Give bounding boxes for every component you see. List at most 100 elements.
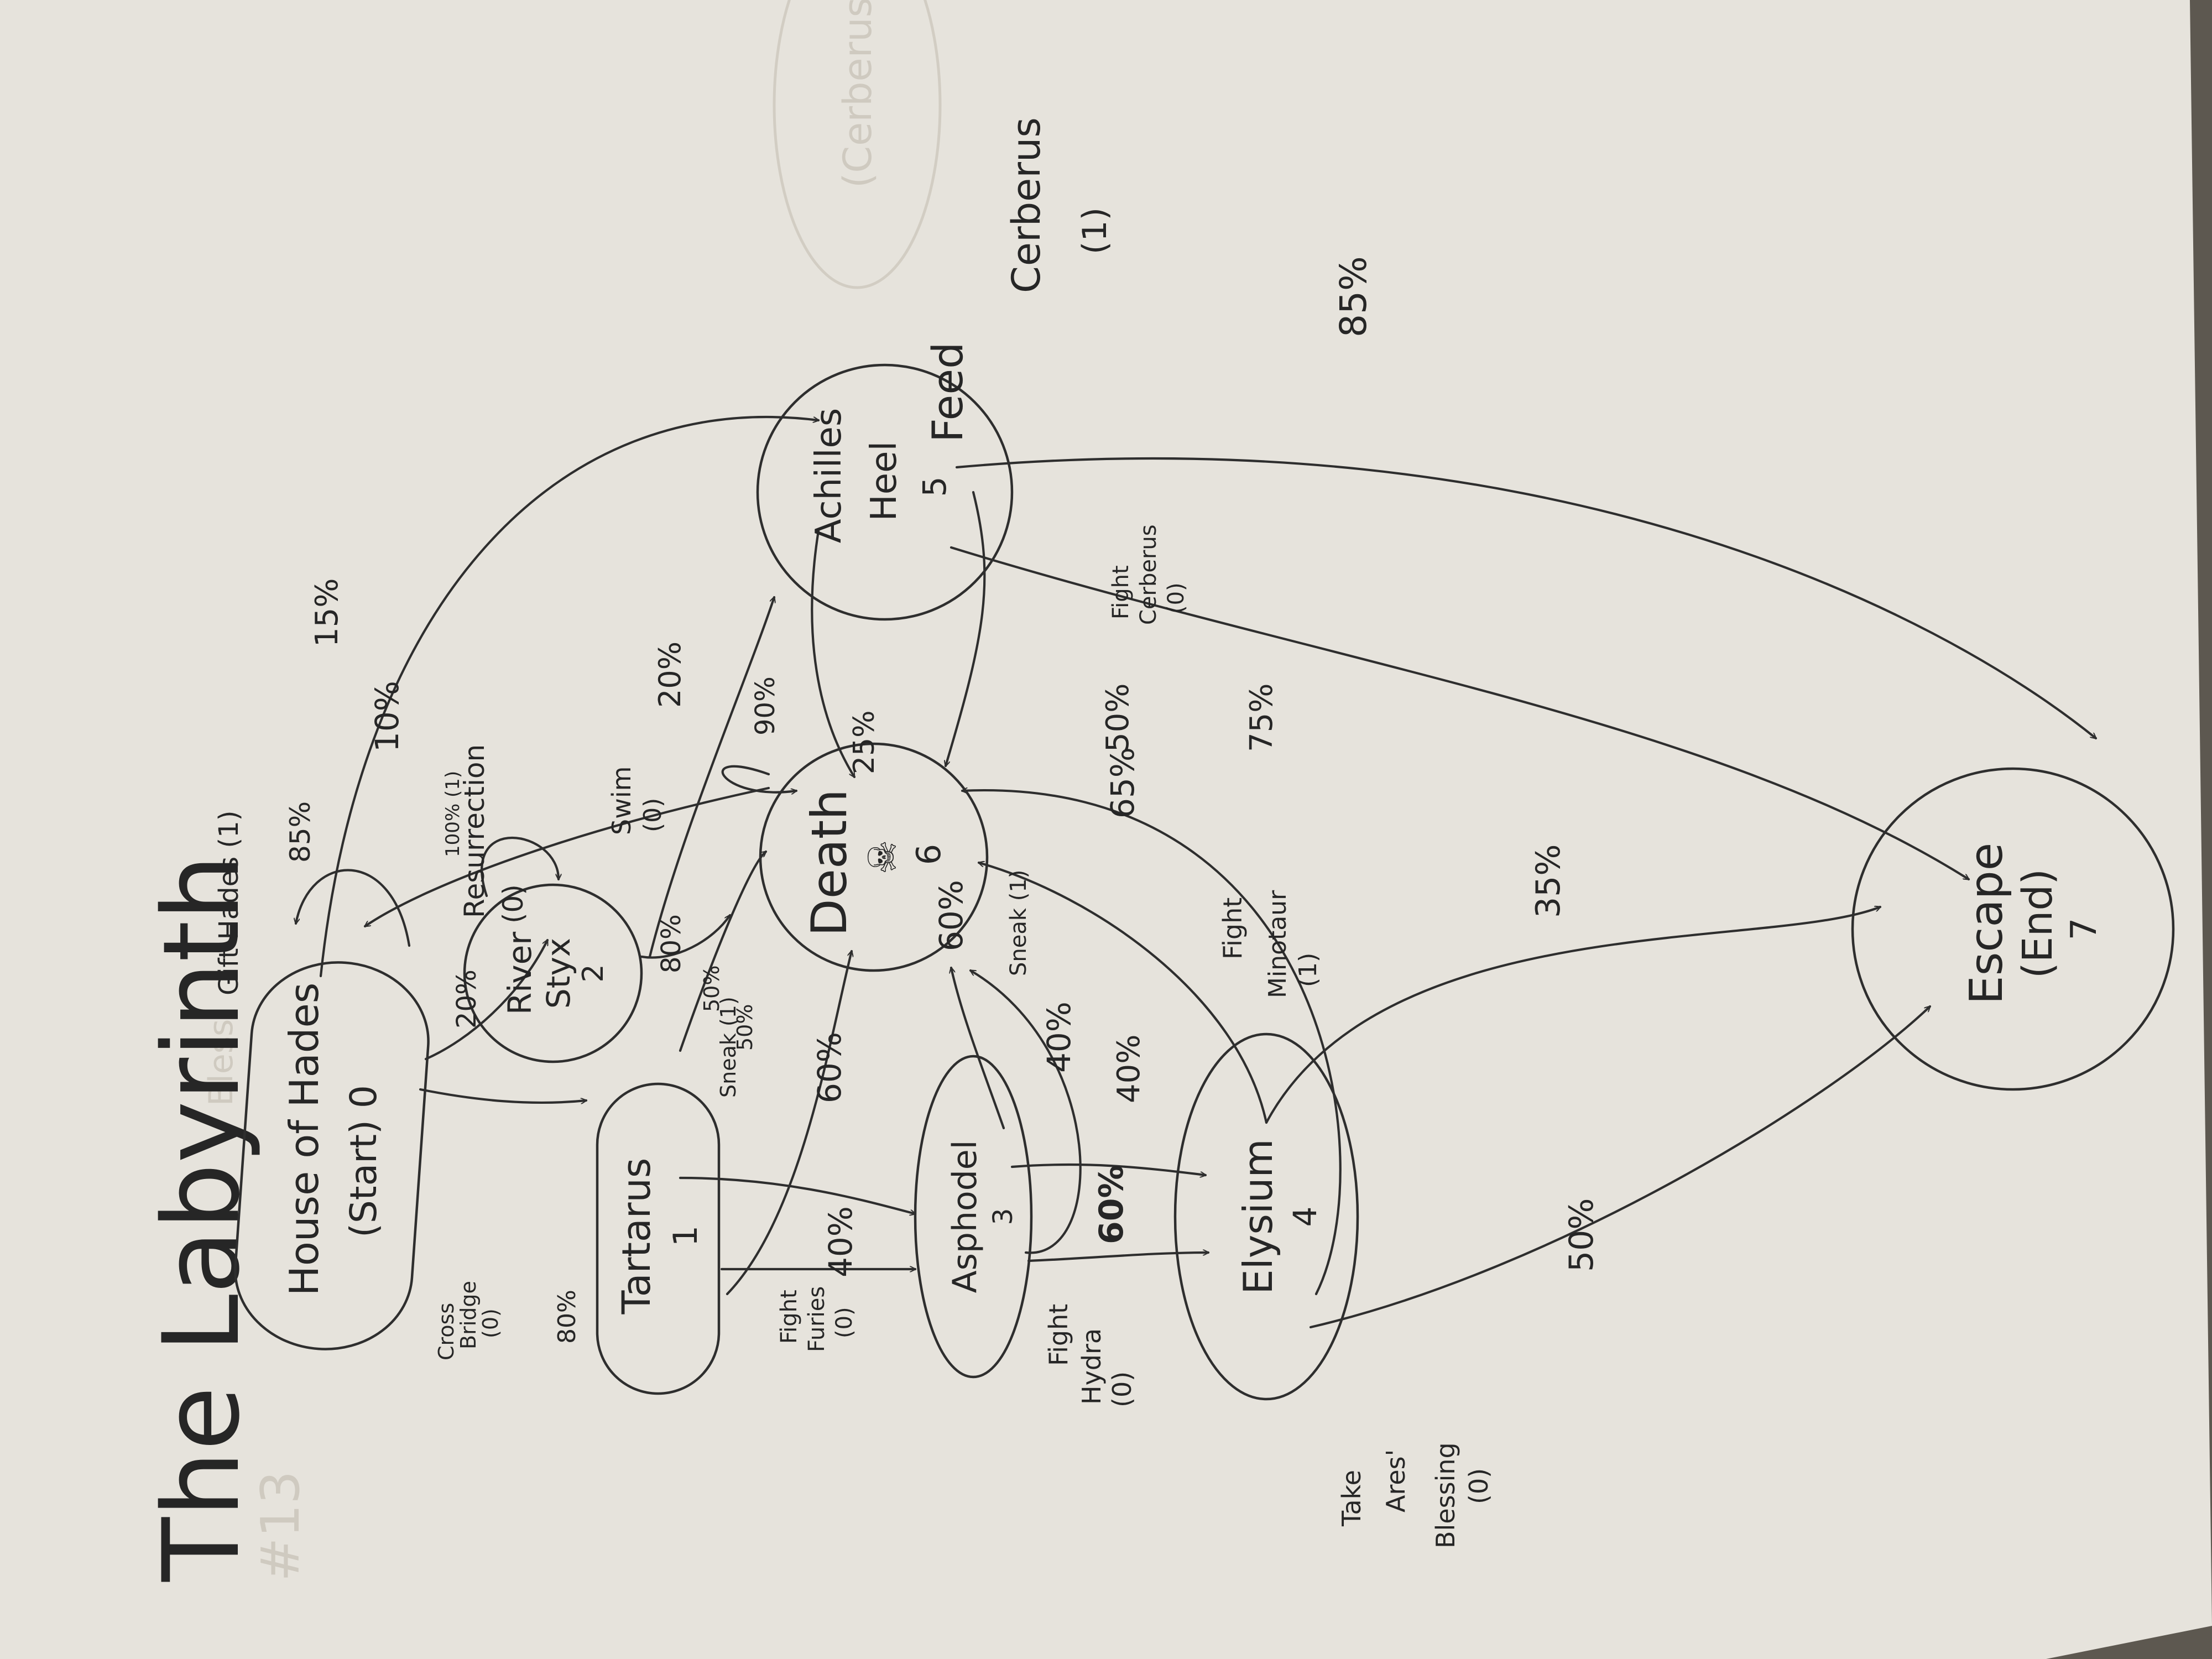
faint-mark-bless: Bless [202, 1019, 241, 1106]
node-elysium-name: Elysium [1235, 1139, 1281, 1294]
label-fight-furies-3: (0) [832, 1307, 857, 1338]
node-death: Death ☠ 6 [759, 742, 989, 972]
edge-asphodel-elysium-sneak [1010, 1163, 1207, 1175]
label-swim-1: Swim [607, 766, 637, 835]
label-resurrection-1: Resurrection [458, 744, 491, 918]
diagram-title: The Labyrinth [140, 854, 263, 1582]
prob-tartarus-asphodel: 40% [822, 1206, 859, 1277]
label-feed-cerberus-3: (1) [1076, 207, 1114, 254]
probability-labels: 85% 15% 10% 20% 80% 100% (1) 80% 20% 90%… [284, 256, 1601, 1344]
node-achilles-name-2: Heel [864, 441, 905, 521]
label-fight-minotaur-3: (1) [1294, 953, 1322, 987]
faint-erased-node [773, 0, 942, 289]
label-feed-cerberus-1: Feed [923, 342, 972, 442]
prob-hades-loop: 85% [284, 801, 316, 863]
node-elysium: Elysium 4 [1173, 1032, 1359, 1401]
edge-styx-loop [481, 837, 559, 898]
node-elysium-state: 4 [1286, 1207, 1324, 1227]
node-escape: Escape (End) 7 [1851, 767, 2175, 1091]
prob-hades-tartarus: 80% [553, 1290, 581, 1344]
prob-tartarus-sneak: 50% [700, 966, 724, 1012]
prob-asphodel-death-sneak: 60% [932, 880, 970, 951]
node-escape-state: 7 [2064, 918, 2105, 941]
node-styx-name-2: Styx [540, 938, 577, 1009]
prob-death-loop: 90% [750, 676, 781, 735]
label-sneak-asphodel: Sneak (1) [1006, 870, 1031, 976]
node-achilles-heel: Achilles Heel 5 [756, 363, 1014, 621]
label-cross-bridge-2: Bridge [456, 1281, 481, 1349]
label-cross-bridge-3: (0) [478, 1308, 503, 1338]
skull-crossbones-icon: ☠ [860, 840, 905, 875]
edge-asphodel-death-fight [971, 969, 1082, 1254]
label-take-ares-3: Blessing [1431, 1442, 1460, 1548]
node-achilles-name: Achilles [808, 408, 849, 543]
label-fight-hydra-2: Hydra [1077, 1328, 1107, 1405]
label-fight-furies-1: Fight [776, 1290, 802, 1344]
prob-styx-death: 80% [656, 914, 687, 973]
prob-elysium-escape-ares: 50% [1562, 1198, 1601, 1272]
label-fight-hydra-3: (0) [1107, 1371, 1137, 1407]
label-feed-cerberus-2: Cerberus [1004, 117, 1049, 293]
node-escape-name: Escape [1960, 843, 2013, 1004]
edge-asphodel-elysium-fight [1027, 1253, 1210, 1262]
node-death-name: Death [801, 789, 858, 936]
label-take-ares-1: Take [1337, 1470, 1366, 1527]
prob-styx-achilles: 20% [653, 641, 687, 708]
node-asphodel-name: Asphodel [946, 1140, 984, 1293]
label-resurrection-2: (0) [497, 884, 529, 924]
edge-hades-loop [296, 869, 411, 947]
label-gift-hades: Gift Hades (1) [213, 811, 244, 995]
prob-death-hades: 10% [368, 681, 406, 752]
edge-elysium-death-minotaur [979, 863, 1268, 1124]
edge-achilles-death [811, 529, 856, 777]
edge-achilles-escape-fight [950, 546, 1969, 881]
prob-hades-achilles: 15% [309, 578, 345, 647]
node-river-styx: River Styx 2 [463, 883, 643, 1063]
prob-tartarus-death-sneak: 50% [733, 1004, 757, 1051]
prob-asphodel-death-fight: 40% [1040, 1001, 1078, 1073]
label-fight-cerberus-2: Cerberus [1136, 524, 1161, 625]
action-labels: Gift Hades (1) Resurrection (0) Cross Br… [213, 117, 1494, 1548]
edges [296, 416, 2096, 1329]
label-fight-minotaur-2: Minotaur [1264, 890, 1292, 998]
edge-tartarus-death-fight [726, 951, 852, 1296]
edge-elysium-escape-minotaur [1265, 907, 1880, 1124]
label-cross-bridge-1: Cross [434, 1303, 458, 1360]
prob-hades-styx: 20% [451, 969, 482, 1029]
label-swim-2: (0) [639, 798, 667, 832]
label-fight-cerberus-1: Fight [1108, 565, 1134, 619]
label-take-ares-4: (0) [1464, 1468, 1494, 1504]
node-tartarus-name: Tartarus [614, 1158, 659, 1315]
node-asphodel: Asphodel 3 [914, 1055, 1033, 1379]
prob-feed-cerberus: 85% [1332, 256, 1375, 337]
faint-mark-number: #13 [251, 1471, 311, 1582]
prob-achilles-death: 25% [848, 710, 881, 774]
node-death-state: 6 [910, 844, 948, 865]
prob-asphodel-elysium-sneak: 40% [1111, 1035, 1147, 1103]
node-tartarus-state: 1 [666, 1225, 705, 1246]
node-achilles-state: 5 [916, 477, 953, 497]
faint-marks: #13 (Cerberus) Bless [202, 0, 942, 1582]
edge-elysium-death-ares [961, 790, 1342, 1296]
prob-tartarus-death-fight: 60% [811, 1032, 848, 1103]
label-fight-cerberus-3: (0) [1164, 582, 1189, 614]
label-take-ares-2: Ares' [1381, 1449, 1411, 1512]
edge-death-loop [721, 765, 798, 792]
node-tartarus: Tartarus 1 [596, 1082, 721, 1395]
prob-fight-cerberus: 75% [1244, 684, 1280, 752]
edge-asphodel-death-sneak [951, 968, 1005, 1130]
label-fight-furies-2: Furies [804, 1286, 830, 1352]
node-asphodel-state: 3 [988, 1208, 1019, 1225]
node-escape-end: (End) [2014, 869, 2062, 978]
node-styx-name-1: River [501, 932, 539, 1015]
prob-elysium-escape-minotaur: 35% [1529, 844, 1568, 918]
edge-hades-tartarus [419, 1088, 588, 1103]
edge-styx-achilles [648, 597, 774, 958]
prob-asphodel-elysium: 60% [1092, 1165, 1131, 1244]
edge-death-hades [365, 786, 770, 928]
edge-hades-styx [424, 940, 549, 1061]
